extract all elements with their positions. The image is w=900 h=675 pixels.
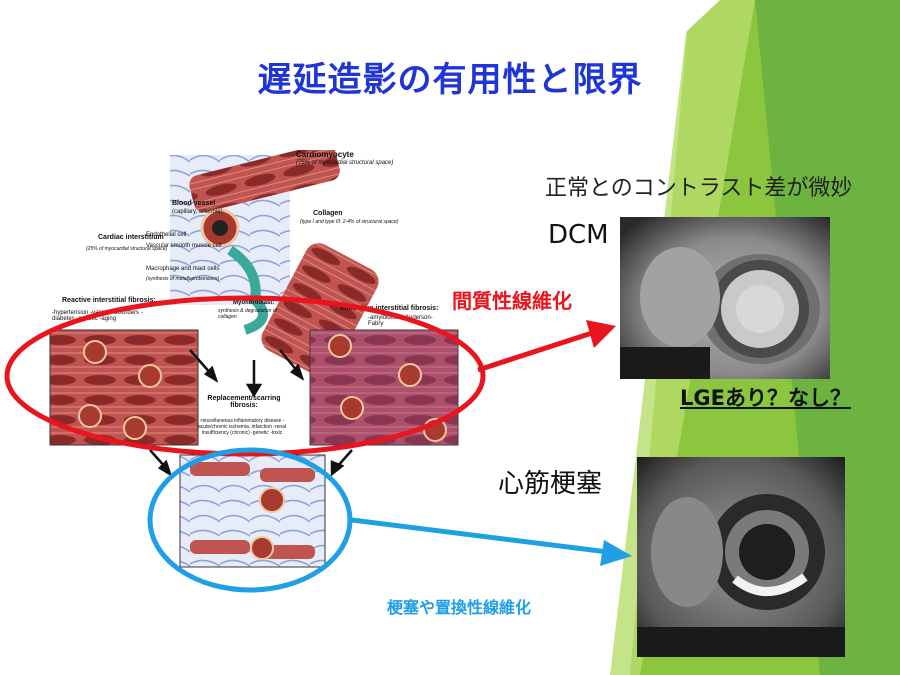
slide-title: 遅延造影の有用性と限界 — [257, 60, 643, 100]
vsm-label: Vascular smooth muscle cell — [146, 243, 222, 249]
interstitial-highlight-ellipse — [4, 295, 486, 457]
macrophage-note: (synthesis of metalloproteinases) — [146, 276, 220, 282]
endothelial-label: Endothelial cell — [146, 232, 187, 238]
cardiomyocyte-cell — [189, 150, 340, 213]
collagen-label: Collagen — [313, 210, 343, 217]
dcm-mri-image — [620, 217, 830, 379]
lge-question: LGEあり？なし？ — [680, 386, 851, 410]
dcm-label: DCM — [548, 220, 609, 250]
cardiomyocyte-note: (75% of myocardial structural space) — [296, 160, 394, 166]
vessel-lumen — [212, 220, 228, 236]
myofibroblast-label: Myofibroblast: — [233, 300, 275, 306]
collagen-note: (type I and type III: 2-4% of structural… — [300, 219, 399, 225]
mi-mri-image — [637, 457, 845, 657]
macrophage-label: Macrophage and mast cells — [146, 266, 220, 272]
interstitial-fibrosis-label: 間質性線維化 — [452, 289, 572, 313]
blood-vessel-note: (capillary, arteriole) — [172, 209, 223, 215]
interstitial-arrow-head — [586, 320, 616, 348]
fibrosis-diagram — [49, 150, 459, 568]
replacement-arrow-head — [600, 540, 632, 566]
replacement-highlight-ellipse — [147, 447, 353, 593]
blood-vessel-label: Blood vessel — [172, 200, 216, 207]
interstitial-arrow-line — [477, 330, 593, 373]
replacement-fibrosis-items: -miscellaneous inflammatory disease -acu… — [197, 418, 287, 436]
replacement-fibrosis-label: 梗塞や置換性線維化 — [387, 598, 532, 617]
reactive-fibrosis-title: Reactive interstitial fibrosis: — [62, 297, 156, 304]
cardiomyocyte-label: Cardiomyocyte — [296, 150, 354, 159]
contrast-note: 正常とのコントラスト差が微妙 — [545, 176, 853, 201]
infiltrative-fibrosis-title: Infiltrative interstitial fibrosis: — [340, 305, 439, 312]
cardiac-interstitium-label: Cardiac interstitium — [98, 234, 164, 241]
replacement-arrow-line — [351, 517, 609, 555]
myofibroblast-note: synthesis & degradation of collagen — [218, 308, 277, 320]
replacement-fibrosis-title: Replacement/scarring fibrosis: — [207, 395, 281, 409]
cardiomyocyte-cell-2 — [261, 243, 379, 377]
cardiac-interstitium-note: (25% of myocardial structural space) — [86, 246, 168, 252]
mi-label: 心筋梗塞 — [498, 469, 603, 499]
